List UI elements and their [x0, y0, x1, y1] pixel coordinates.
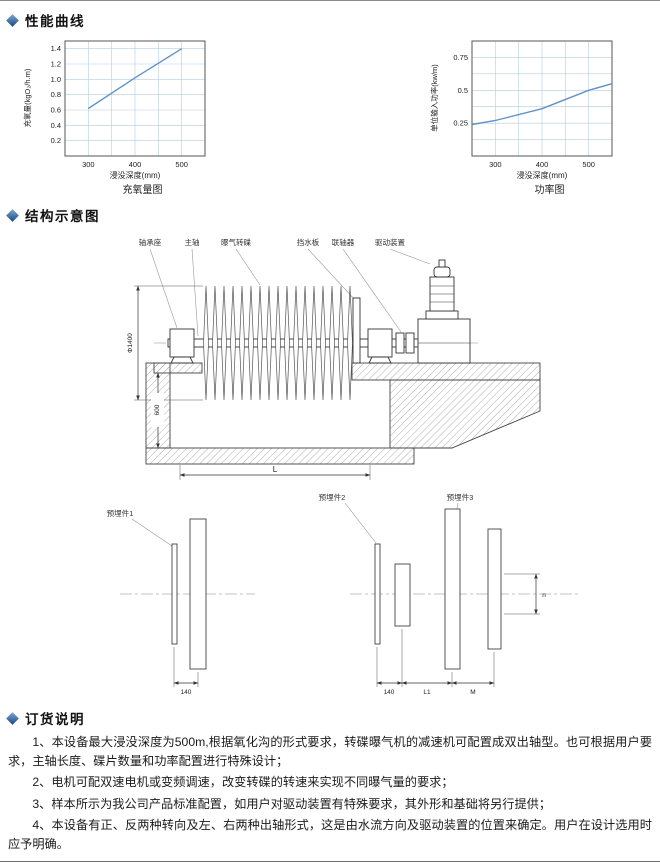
- diamond-icon: [6, 208, 19, 222]
- dim-140-right: 140: [384, 689, 395, 696]
- diamond-icon: [6, 13, 19, 27]
- dim-140-left: 140: [181, 689, 192, 696]
- right-bearing-pedestal: [368, 356, 392, 364]
- svg-text:500: 500: [175, 160, 188, 169]
- part-label-main-shaft: 主轴: [185, 237, 200, 247]
- tank-right-mass: [389, 379, 541, 449]
- embed-label-3: 预埋件3: [447, 492, 474, 502]
- part-label-aeration-disc: 曝气转碟: [221, 237, 251, 247]
- motor-cap: [438, 259, 446, 268]
- dim-label-backing: [151, 393, 164, 427]
- tank-structure: [145, 362, 541, 465]
- coupling-half-2: [405, 332, 415, 354]
- dim-600: 600: [154, 404, 161, 415]
- section-title-performance: 性能曲线: [25, 14, 85, 29]
- svg-text:0.6: 0.6: [51, 106, 61, 115]
- svg-text:0.25: 0.25: [453, 119, 468, 128]
- part-label-baffle: 挡水板: [297, 237, 320, 247]
- svg-text:0.8: 0.8: [51, 90, 61, 99]
- motor-flange: [425, 310, 459, 320]
- left-bearing: [169, 328, 195, 358]
- svg-text:1.4: 1.4: [51, 44, 61, 53]
- embed-dim-lines: [173, 573, 538, 685]
- embedded-plates: [171, 508, 502, 670]
- svg-text:浸没深度(mm): 浸没深度(mm): [517, 170, 568, 180]
- dim-M: M: [470, 689, 475, 696]
- drive-platform: [351, 362, 541, 381]
- svg-text:单位输入功率(kw/m): 单位输入功率(kw/m): [429, 64, 439, 132]
- svg-text:400: 400: [129, 160, 142, 169]
- dimension-extension-lines: [134, 285, 371, 480]
- dim-n: n: [542, 592, 546, 599]
- section-ordering-header: 订货说明: [0, 699, 660, 732]
- oxygenation-chart-plot: 0.2 0.4 0.6 0.8 1.0 1.2 1.4 300 400 500 浸没深度(mm) 充氧…: [22, 40, 206, 180]
- svg-text:浸没深度(mm): 浸没深度(mm): [110, 170, 161, 180]
- structure-diagram: 轴承座 主轴 曝气转碟 挡水板 联轴器 驱动装置: [127, 237, 541, 480]
- svg-text:300: 300: [82, 160, 95, 169]
- right-bearing: [367, 328, 393, 358]
- aeration-discs: [203, 285, 353, 401]
- baffle-plate: [352, 297, 361, 364]
- dimension-lines: [136, 285, 371, 477]
- ordering-item-4: 4、本设备有正、反两种转向及左、右两种出轴形式，这是由水流方向及驱动装置的位置来…: [8, 818, 652, 851]
- plate-2a: [374, 543, 381, 645]
- svg-text:0.75: 0.75: [453, 53, 468, 62]
- svg-text:充氧量(kgO₂/h.m): 充氧量(kgO₂/h.m): [22, 68, 32, 127]
- part-label-drive: 驱动装置: [375, 237, 405, 247]
- svg-text:0.2: 0.2: [51, 136, 61, 145]
- embedded-parts-diagram: 预埋件1 预埋件2 预埋件3 140 140 L1 M n: [107, 492, 580, 696]
- bearing-ledge: [153, 362, 203, 374]
- plate-2b: [394, 563, 411, 627]
- ordering-item-1: 1、本设备最大浸没深度为500m,根据氧化沟的形式要求，转碟曝气机的减速机可配置…: [8, 735, 652, 768]
- plate-1a: [171, 543, 178, 645]
- part-label-bearing-seat: 轴承座: [139, 237, 162, 247]
- svg-text:400: 400: [536, 160, 549, 169]
- dim-L1: L1: [423, 689, 431, 696]
- dim-phi1400: Φ1400: [127, 333, 134, 353]
- tank-floor: [145, 447, 415, 465]
- section-title-structure: 结构示意图: [25, 209, 100, 224]
- power-chart-title: 功率图: [534, 185, 565, 196]
- coupling-half-1: [395, 332, 405, 354]
- motor-fan-cover: [433, 266, 451, 278]
- section-structure-header: 结构示意图: [0, 196, 660, 229]
- section-performance-header: 性能曲线: [0, 1, 660, 34]
- part-label-coupling: 联轴器: [332, 237, 355, 247]
- gearbox: [417, 318, 471, 364]
- embed-label-1: 预埋件1: [107, 508, 134, 518]
- embed-label-2: 预埋件2: [319, 492, 346, 502]
- dim-L: L: [273, 465, 278, 474]
- plate-1b: [189, 518, 207, 670]
- svg-text:0.5: 0.5: [458, 86, 468, 95]
- power-chart: 0.25 0.5 0.75 300 400 500 浸没深度(mm) 单位输入功率(kw/m)…: [427, 36, 632, 196]
- ordering-item-2: 2、电机可配双速电机或变频调速，改变转碟的转速来实现不同曝气量的要求；: [32, 775, 454, 790]
- section-title-ordering: 订货说明: [25, 712, 85, 727]
- embed-leader-lines: [131, 502, 459, 547]
- svg-text:300: 300: [489, 160, 502, 169]
- svg-text:500: 500: [582, 160, 595, 169]
- embed-dim-extensions: [173, 573, 540, 687]
- leader-lines: [149, 248, 431, 337]
- drive-unit: [417, 259, 471, 364]
- oxygenation-chart: 0.2 0.4 0.6 0.8 1.0 1.2 1.4 300 400 500 浸没深度(mm) 充氧…: [20, 36, 225, 196]
- performance-charts-row: 0.2 0.4 0.6 0.8 1.0 1.2 1.4 300 400 500 浸没深度(mm) 充氧…: [0, 34, 660, 196]
- oxygenation-chart-title: 充氧量图: [122, 185, 163, 196]
- bearings: [169, 328, 415, 364]
- power-chart-plot: 0.25 0.5 0.75 300 400 500 浸没深度(mm) 单位输入功率(kw/m): [429, 40, 613, 180]
- ordering-notes: 1、本设备最大浸没深度为500m,根据氧化沟的形式要求，转碟曝气机的减速机可配置…: [0, 732, 660, 853]
- ordering-item-3: 3、样本所示为我公司产品标准配置，如用户对驱动装置有特殊要求，其外形和基础将另行…: [32, 796, 552, 811]
- diamond-icon: [6, 711, 19, 725]
- svg-text:1.0: 1.0: [51, 75, 61, 84]
- left-bearing-pedestal: [170, 356, 194, 364]
- svg-text:1.2: 1.2: [51, 60, 61, 69]
- plate-3b: [487, 528, 502, 650]
- svg-text:0.4: 0.4: [51, 121, 61, 130]
- plate-3a: [444, 508, 461, 670]
